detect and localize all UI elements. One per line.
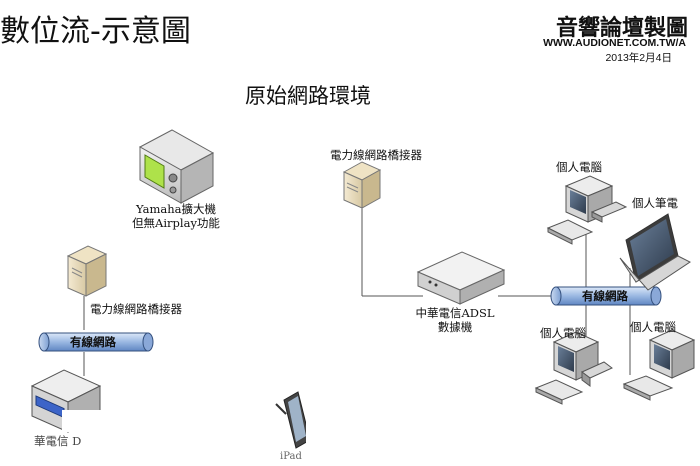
wired-network-right-label: 有線網路 (582, 289, 628, 303)
pc-bottom-right-label: 個人電腦 (630, 320, 676, 334)
pc-bottom-left-icon (534, 331, 613, 405)
pc-bottom-left-label: 個人電腦 (540, 326, 586, 340)
powerline-bridge-right-label: 電力線網路橋接器 (330, 148, 422, 162)
laptop-icon (619, 213, 691, 291)
powerline-bridge-right-icon (342, 161, 382, 209)
connection-lines (83, 206, 631, 376)
laptop-label: 個人筆電 (632, 196, 678, 210)
nas-label-partial: 華電信 D (34, 434, 82, 448)
wired-network-right-pipe (550, 286, 662, 306)
nas-device-icon (30, 369, 104, 433)
pc-top-icon (546, 175, 628, 245)
powerline-bridge-left-label: 電力線網路橋接器 (90, 302, 182, 316)
ipad-label-partial: iPad (280, 451, 302, 462)
wired-network-left-pipe (38, 332, 154, 352)
page-title: 數位流-示意圖 (0, 14, 191, 49)
diagram-subtitle: 原始網路環境 (245, 84, 371, 108)
adsl-label-line2: 數據機 (437, 320, 473, 334)
yamaha-amplifier-icon (138, 129, 215, 204)
diagram-date: 2013年2月4日 (605, 52, 672, 64)
yamaha-label-line1: Yamaha擴大機 (135, 202, 217, 216)
adsl-modem-icon (416, 251, 506, 305)
powerline-bridge-left-icon (66, 245, 108, 297)
wired-network-left-label: 有線網路 (70, 335, 116, 349)
pc-bottom-right-icon (622, 329, 696, 401)
brand-name: 音響論壇製圖 (555, 16, 688, 41)
pc-top-label: 個人電腦 (556, 160, 602, 174)
ipad-icon (275, 391, 320, 449)
adsl-label-line1: 中華電信ADSL (415, 306, 495, 320)
brand-url: WWW.AUDIONET.COM.TW/A (543, 37, 686, 49)
yamaha-label-line2: 但無Airplay功能 (132, 216, 220, 230)
